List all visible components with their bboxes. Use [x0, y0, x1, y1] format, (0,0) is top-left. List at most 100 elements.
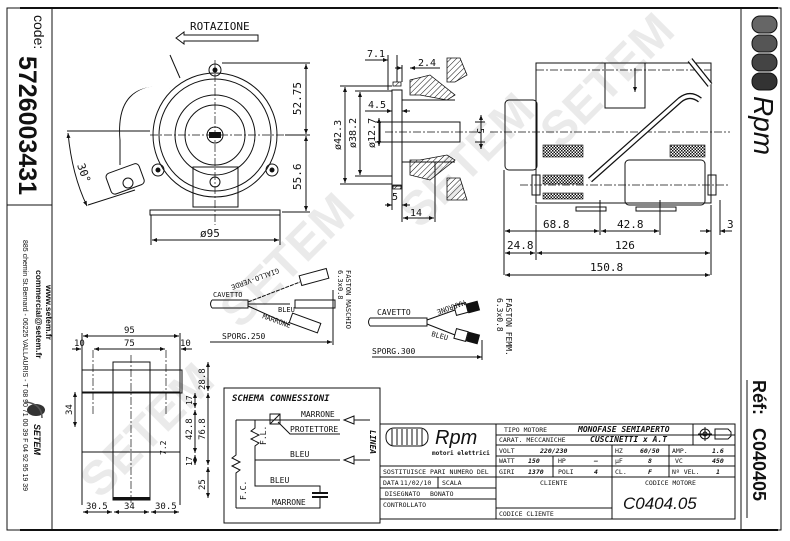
svg-text:SCALA: SCALA: [442, 479, 462, 487]
svg-text:WATT: WATT: [499, 457, 515, 465]
svg-text:4: 4: [594, 468, 598, 476]
svg-text:14: 14: [410, 208, 422, 219]
projection-symbol-icon: [698, 427, 732, 441]
line-arrow-icon: [342, 415, 355, 425]
svg-text:1370: 1370: [528, 468, 544, 476]
bottom-view: 95 10 75 10 34 28.8 17 42.8 76.8 17 7.2 …: [65, 326, 210, 514]
svg-text:PROTETTORE: PROTETTORE: [290, 425, 338, 434]
svg-text:—: —: [593, 457, 598, 465]
dim-3: 3: [727, 218, 734, 231]
svg-text:CODICE CLIENTE: CODICE CLIENTE: [499, 510, 554, 518]
svg-text:5: 5: [392, 192, 398, 203]
svg-text:BONATO: BONATO: [430, 490, 454, 498]
svg-text:10: 10: [74, 339, 85, 349]
rotation-arrow-icon: [175, 31, 259, 45]
svg-text:42.8: 42.8: [185, 418, 195, 440]
svg-text:VOLT: VOLT: [499, 447, 515, 455]
svg-text:CAVETTO: CAVETTO: [377, 308, 411, 317]
title-block: Rpm motori elettrici TIPO MOTORE MONOFAS…: [379, 423, 736, 520]
svg-text:34: 34: [65, 404, 75, 415]
connection-schema: SCHEMA CONNESSIONI MARRONE PROTETTORE F.…: [223, 387, 381, 524]
dim-150-8: 150.8: [590, 261, 623, 274]
svg-text:F.L.: F.L.: [259, 426, 268, 445]
rpm-brand: Rpm: [748, 96, 779, 155]
svg-text:F: F: [648, 468, 653, 476]
svg-text:µF: µF: [615, 457, 623, 465]
svg-text:8: 8: [648, 457, 652, 465]
svg-text:MARRONE: MARRONE: [301, 410, 335, 419]
dim-126: 126: [615, 239, 635, 252]
svg-text:ø42.3: ø42.3: [333, 120, 344, 150]
svg-text:BLEU: BLEU: [290, 450, 309, 459]
svg-text:CL.: CL.: [615, 468, 627, 476]
code-label: code:: [31, 15, 47, 49]
svg-text:BLEU: BLEU: [278, 306, 295, 314]
svg-text:CAVETTO: CAVETTO: [213, 291, 243, 299]
svg-text:10: 10: [180, 339, 191, 349]
svg-text:95: 95: [124, 326, 135, 336]
svg-text:MARRONE: MARRONE: [261, 312, 291, 330]
code-value: 5726003431: [13, 56, 41, 195]
codice-motore-value: C0404.05: [623, 494, 697, 513]
svg-text:GIRI: GIRI: [499, 468, 515, 476]
svg-text:28.8: 28.8: [198, 368, 208, 390]
svg-text:5: 5: [474, 128, 485, 134]
svg-text:25: 25: [198, 479, 208, 490]
svg-text:DISEGNATO: DISEGNATO: [385, 490, 420, 498]
svg-text:TIPO MOTORE: TIPO MOTORE: [504, 426, 547, 434]
svg-text:F.C.: F.C.: [239, 481, 248, 500]
svg-text:motori elettrici: motori elettrici: [432, 450, 490, 457]
dim-upper: 52.75: [291, 82, 304, 115]
svg-text:LINEA: LINEA: [368, 430, 377, 454]
left-sidebar: code: 5726003431 www.setem.fr commercial…: [6, 7, 54, 531]
email: commercial@setem.fr: [34, 270, 44, 359]
svg-text:6.3x0.8: 6.3x0.8: [495, 298, 504, 332]
svg-text:Rpm: Rpm: [435, 427, 477, 449]
svg-text:CONTROLLATO: CONTROLLATO: [383, 501, 426, 509]
svg-text:CARAT. MECCANICHE: CARAT. MECCANICHE: [499, 436, 566, 444]
svg-text:75: 75: [124, 339, 135, 349]
rotation-label: ROTAZIONE: [190, 20, 250, 33]
svg-text:7.2: 7.2: [159, 440, 168, 455]
website: www.setem.fr: [44, 284, 54, 341]
svg-text:POLI: POLI: [558, 468, 574, 476]
svg-text:CLIENTE: CLIENTE: [540, 479, 567, 487]
dim-lower: 55.6: [291, 164, 304, 191]
svg-text:CODICE MOTORE: CODICE MOTORE: [645, 479, 696, 487]
svg-text:DATA: DATA: [383, 479, 399, 487]
svg-text:17: 17: [185, 395, 194, 405]
ref-value: C040405: [749, 428, 769, 501]
svg-text:220/230: 220/230: [539, 447, 567, 455]
right-sidebar: Rpm Réf: C040405: [740, 7, 782, 531]
shaft-section: ø42.3 ø38.2 ø12.7 7.1 2.4 4.5 5 5 14: [333, 49, 485, 222]
svg-text:34: 34: [124, 502, 135, 512]
dim-42-8: 42.8: [617, 218, 644, 231]
svg-text:150: 150: [528, 457, 540, 465]
svg-text:AMP.: AMP.: [672, 447, 688, 455]
svg-text:1.6: 1.6: [712, 447, 724, 455]
svg-text:1: 1: [716, 468, 720, 476]
svg-text:450: 450: [712, 457, 724, 465]
front-view: ROTAZIONE 30° 52.75 55.6 ø95: [66, 20, 310, 245]
svg-text:HZ: HZ: [615, 447, 623, 455]
angle-dim: 30°: [74, 162, 93, 185]
svg-text:FASTON FEMM.: FASTON FEMM.: [504, 298, 513, 356]
svg-text:SOSTITUISCE PARI NUMERO DEL: SOSTITUISCE PARI NUMERO DEL: [383, 468, 489, 476]
svg-text:17: 17: [185, 456, 194, 466]
schema-title: SCHEMA CONNESSIONI: [232, 394, 330, 404]
svg-text:11/02/10: 11/02/10: [400, 479, 431, 487]
cable-female-detail: CAVETTO MARRONE BLEU SPORG.300 FASTON FE…: [368, 298, 513, 360]
side-view: 68.8 42.8 3 24.8 126 150.8: [490, 58, 734, 277]
svg-text:HP: HP: [558, 457, 566, 465]
svg-text:BLEU: BLEU: [270, 476, 289, 485]
svg-text:30.5: 30.5: [86, 502, 108, 512]
svg-text:76.8: 76.8: [198, 418, 208, 440]
dim-68-8: 68.8: [543, 218, 570, 231]
svg-text:60/50: 60/50: [640, 447, 660, 455]
svg-text:SETEM: SETEM: [32, 424, 42, 456]
svg-text:6.3x0.8: 6.3x0.8: [336, 270, 344, 300]
svg-text:7.1: 7.1: [367, 49, 385, 60]
svg-text:SPORG.250: SPORG.250: [222, 332, 266, 341]
svg-text:SPORG.300: SPORG.300: [372, 347, 416, 356]
